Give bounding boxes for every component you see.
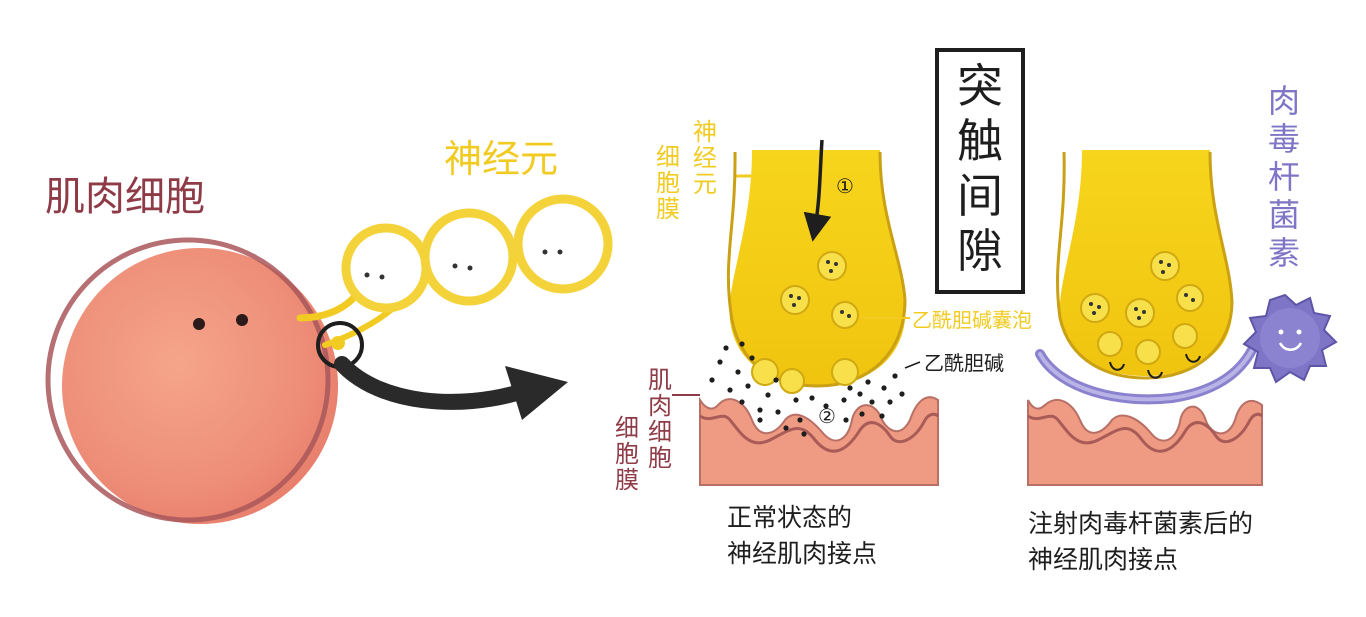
zoom-arrow [334, 356, 568, 420]
acetylcholine-particles [709, 341, 905, 437]
muscle-cell [45, 237, 338, 524]
acetylcholine-label: 乙酰胆碱 [924, 351, 1004, 375]
injected-caption-line-1: 注射肉毒杆菌素后的 [1028, 509, 1253, 538]
muscle-membrane-normal [699, 396, 939, 486]
muscle-cell-label: 肌肉细胞 [45, 174, 205, 220]
svg-text:肌肉细胞: 肌肉细胞 [648, 366, 672, 472]
muscle-cell-eye-left [193, 318, 205, 330]
step-2-marker: ② [818, 404, 836, 428]
svg-text:细胞膜: 细胞膜 [656, 143, 680, 223]
botulinum-toxin-icon [1242, 293, 1338, 384]
neuron-chain [296, 194, 613, 369]
botulinum-toxin-label-text: 肉毒杆菌素 [1268, 82, 1300, 272]
synaptic-gap-char-1: 突 [957, 59, 1003, 113]
svg-text:细胞膜: 细胞膜 [615, 414, 639, 494]
vesicles-injected [1080, 251, 1204, 379]
muscle-cell-eye-right [236, 314, 248, 326]
synaptic-gap-char-2: 触 [957, 114, 1003, 168]
neuron-label: 神经元 [444, 137, 558, 181]
step-1-marker: ① [836, 174, 854, 198]
synaptic-gap-box [935, 48, 1025, 294]
synaptic-gap-char-3: 间 [957, 169, 1003, 223]
muscle-membrane-label: 肌肉细胞 细胞膜 [615, 366, 672, 494]
vesicle-label: 乙酰胆碱囊泡 [912, 308, 1032, 332]
normal-caption-line-2: 神经肌肉接点 [727, 539, 877, 568]
svg-text:神经元: 神经元 [693, 118, 717, 198]
injected-caption-line-2: 神经肌肉接点 [1028, 545, 1178, 574]
neuron-membrane-label: 神经元 细胞膜 [656, 118, 717, 223]
synaptic-gap-char-4: 隙 [957, 224, 1003, 278]
botulinum-toxin-label: 肉毒杆菌素 [1268, 82, 1300, 272]
vesicles-normal [751, 251, 859, 394]
normal-caption-line-1: 正常状态的 [727, 503, 852, 532]
